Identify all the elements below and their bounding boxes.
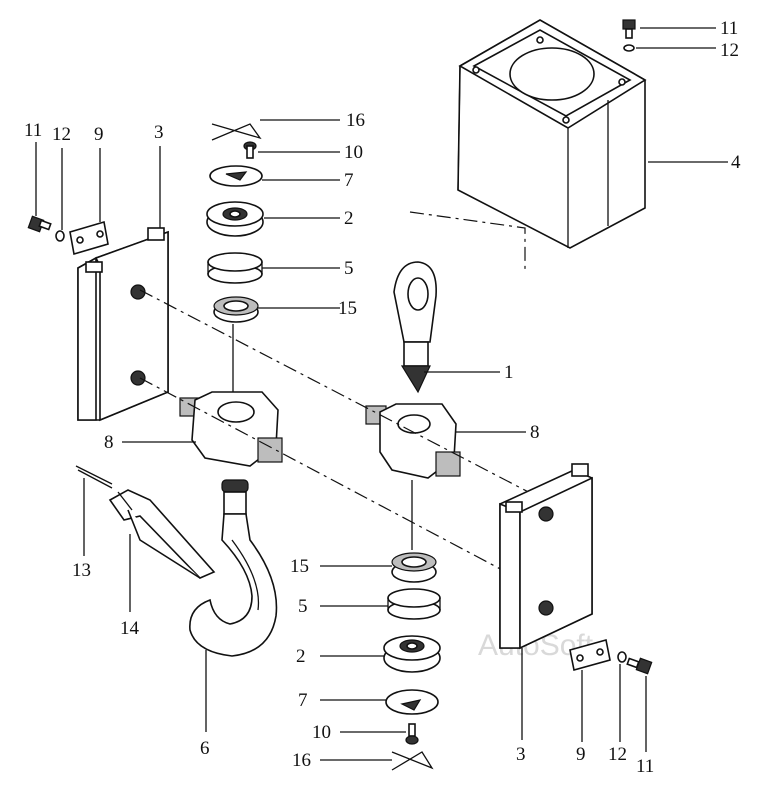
lock-plate-7-top (209, 165, 263, 187)
washer-12-left (55, 230, 65, 242)
housing-box (457, 19, 647, 249)
label-7-top: 7 (344, 170, 354, 191)
label-10-bottom: 10 (312, 722, 331, 743)
seal-15-bottom (391, 552, 437, 583)
seal-15-top (213, 296, 259, 323)
cotter-pin-16-bottom (391, 751, 434, 771)
label-14: 14 (120, 618, 140, 639)
label-3-left: 3 (154, 122, 164, 143)
plate-9-left (69, 220, 109, 256)
bearing-2-top (206, 201, 264, 237)
bolt-11-left (27, 215, 52, 233)
label-10-top: 10 (344, 142, 363, 163)
label-7-bottom: 7 (298, 690, 308, 711)
bolt-11-right (626, 657, 653, 675)
label-4: 4 (731, 152, 741, 173)
label-9-right: 9 (576, 744, 586, 765)
ring-5-top (207, 252, 263, 284)
label-5-bottom: 5 (298, 596, 308, 617)
bolt-11-top-right (622, 19, 636, 39)
pin-13 (75, 465, 113, 489)
label-3-right: 3 (516, 744, 526, 765)
label-13: 13 (72, 560, 91, 581)
label-15-top: 15 (338, 298, 357, 319)
label-2-top: 2 (344, 208, 354, 229)
ring-5-bottom (387, 588, 441, 620)
axis-line-1 (409, 211, 526, 270)
axis-line-diag-bottom (139, 377, 541, 591)
label-8-right: 8 (530, 422, 540, 443)
eye-bolt-1 (393, 261, 437, 394)
label-5-top: 5 (344, 258, 354, 279)
label-16-top: 16 (346, 110, 365, 131)
axis-line-diag-top (139, 289, 541, 499)
label-16-bottom: 16 (292, 750, 311, 771)
label-12-top-right: 12 (720, 40, 739, 61)
label-15-bottom: 15 (290, 556, 309, 577)
trunnion-8-left (179, 391, 283, 467)
cotter-pin-16-top (211, 123, 262, 141)
leader-lines (35, 27, 728, 761)
latch-14 (108, 489, 216, 579)
screw-10-top (243, 141, 257, 159)
bracket-3-right (499, 463, 593, 650)
label-6: 6 (200, 738, 210, 759)
screw-10-bottom (405, 723, 419, 745)
hook-6 (189, 479, 278, 657)
label-12-right: 12 (608, 744, 627, 765)
bearing-2-bottom (383, 635, 441, 673)
label-11-top-right: 11 (720, 18, 738, 39)
label-12-left: 12 (52, 124, 71, 145)
label-8-left: 8 (104, 432, 114, 453)
label-11-left: 11 (24, 120, 42, 141)
washer-12-top-right (623, 44, 635, 52)
washer-12-right (617, 651, 627, 663)
bracket-3-left (77, 227, 169, 422)
label-1: 1 (504, 362, 514, 383)
lock-plate-7-bottom (385, 689, 439, 715)
label-9-left: 9 (94, 124, 104, 145)
label-2-bottom: 2 (296, 646, 306, 667)
plate-9-right (569, 638, 611, 672)
label-11-right: 11 (636, 756, 654, 777)
